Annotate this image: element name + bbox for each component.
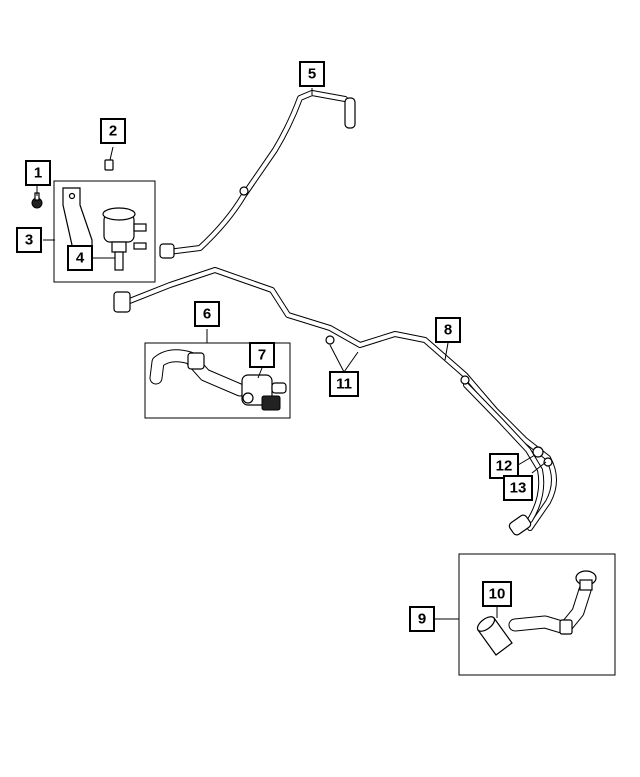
hose-sleeve-part-10 (476, 616, 513, 656)
callout-13: 13 (503, 475, 533, 501)
callout-3-label: 3 (25, 232, 33, 249)
callout-6: 6 (194, 301, 220, 327)
callout-4-label: 4 (76, 250, 85, 267)
callout-2-label: 2 (109, 123, 117, 140)
callout-13-label: 13 (510, 480, 527, 497)
callout-11-label: 11 (336, 376, 352, 393)
callout-12: 12 (489, 453, 519, 479)
callout-5-label: 5 (308, 66, 316, 83)
callout-7: 7 (249, 342, 275, 368)
vapor-tube-long (113, 267, 557, 536)
callout-12-label: 12 (496, 458, 513, 475)
callout-8-label: 8 (444, 322, 452, 339)
callout-10-label: 10 (489, 586, 506, 603)
valve-hose-part-6 (149, 349, 247, 397)
callout-6-label: 6 (203, 306, 211, 323)
callout-3: 3 (16, 227, 42, 253)
callout-10: 10 (482, 581, 512, 607)
vapor-tube-upper (159, 90, 356, 259)
valve-group-box (144, 342, 291, 419)
callout-11: 11 (329, 371, 359, 397)
callout-5: 5 (299, 61, 325, 87)
bolt-part-1 (31, 192, 43, 209)
filler-hose-group-box (458, 553, 616, 676)
callout-4: 4 (67, 245, 93, 271)
purge-valve-part-7 (241, 374, 287, 411)
callout-2: 2 (100, 118, 126, 144)
canister-group-box (53, 180, 156, 283)
clip-part-2 (104, 159, 114, 171)
callout-8: 8 (435, 317, 461, 343)
callout-1: 1 (25, 160, 51, 186)
callout-7-label: 7 (258, 347, 266, 364)
callout-9: 9 (409, 606, 435, 632)
callout-9-label: 9 (418, 611, 426, 628)
callout-1-label: 1 (34, 165, 42, 182)
filler-hose-part-9 (508, 570, 597, 635)
